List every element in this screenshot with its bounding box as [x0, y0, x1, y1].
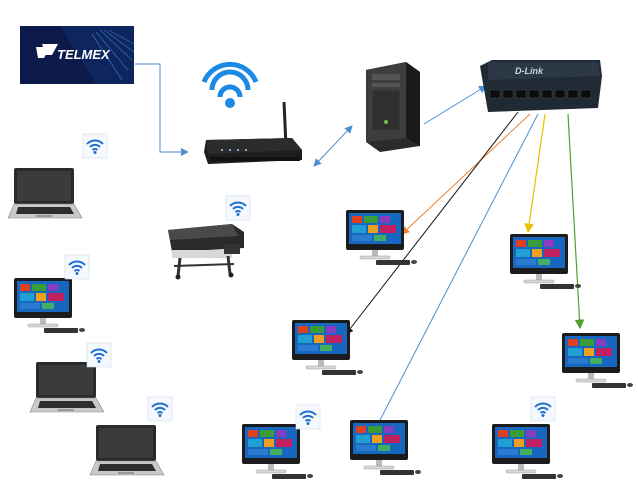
wide-format-printer-icon — [168, 224, 244, 280]
laptop-icon — [29, 361, 105, 413]
wireless-router-icon — [201, 61, 302, 164]
laptop-icon — [7, 167, 83, 219]
isp-to-router-link — [135, 63, 189, 156]
isp-logo-text: TELMEX — [57, 47, 111, 62]
desktop-icon — [241, 423, 314, 480]
server-to-switch-link — [423, 85, 487, 125]
tower-server-icon — [366, 62, 420, 152]
laptop-icon — [89, 424, 165, 476]
connection-lines — [135, 63, 585, 425]
router-to-server-link — [313, 125, 353, 167]
desktop-icon — [509, 233, 582, 290]
desktop-icon — [291, 319, 364, 376]
switch-brand-label: D-Link — [515, 66, 544, 76]
wifi-icon — [82, 133, 108, 159]
desktop-icon — [349, 419, 422, 476]
switch-to-desktop-green-link — [567, 113, 585, 330]
wifi-icon — [64, 254, 90, 280]
switch-to-desktop-yellow-link — [524, 113, 546, 234]
switch-to-desktop-orange-link — [401, 113, 531, 235]
wifi-icon — [225, 195, 251, 221]
switch-to-desktop-black-link — [345, 111, 519, 335]
wifi-icon — [530, 396, 556, 422]
desktop-icon — [491, 423, 564, 480]
wifi-icon — [295, 404, 321, 430]
wifi-icon — [147, 396, 173, 422]
telmex-logo-icon: TELMEX — [20, 26, 135, 84]
desktop-icon — [13, 277, 86, 334]
switch-to-desktop-blue-link — [377, 113, 539, 425]
router-wifi-icon — [201, 61, 259, 108]
network-switch-icon: D-Link — [480, 60, 602, 112]
desktop-icon — [561, 332, 634, 389]
wifi-icon — [86, 342, 112, 368]
